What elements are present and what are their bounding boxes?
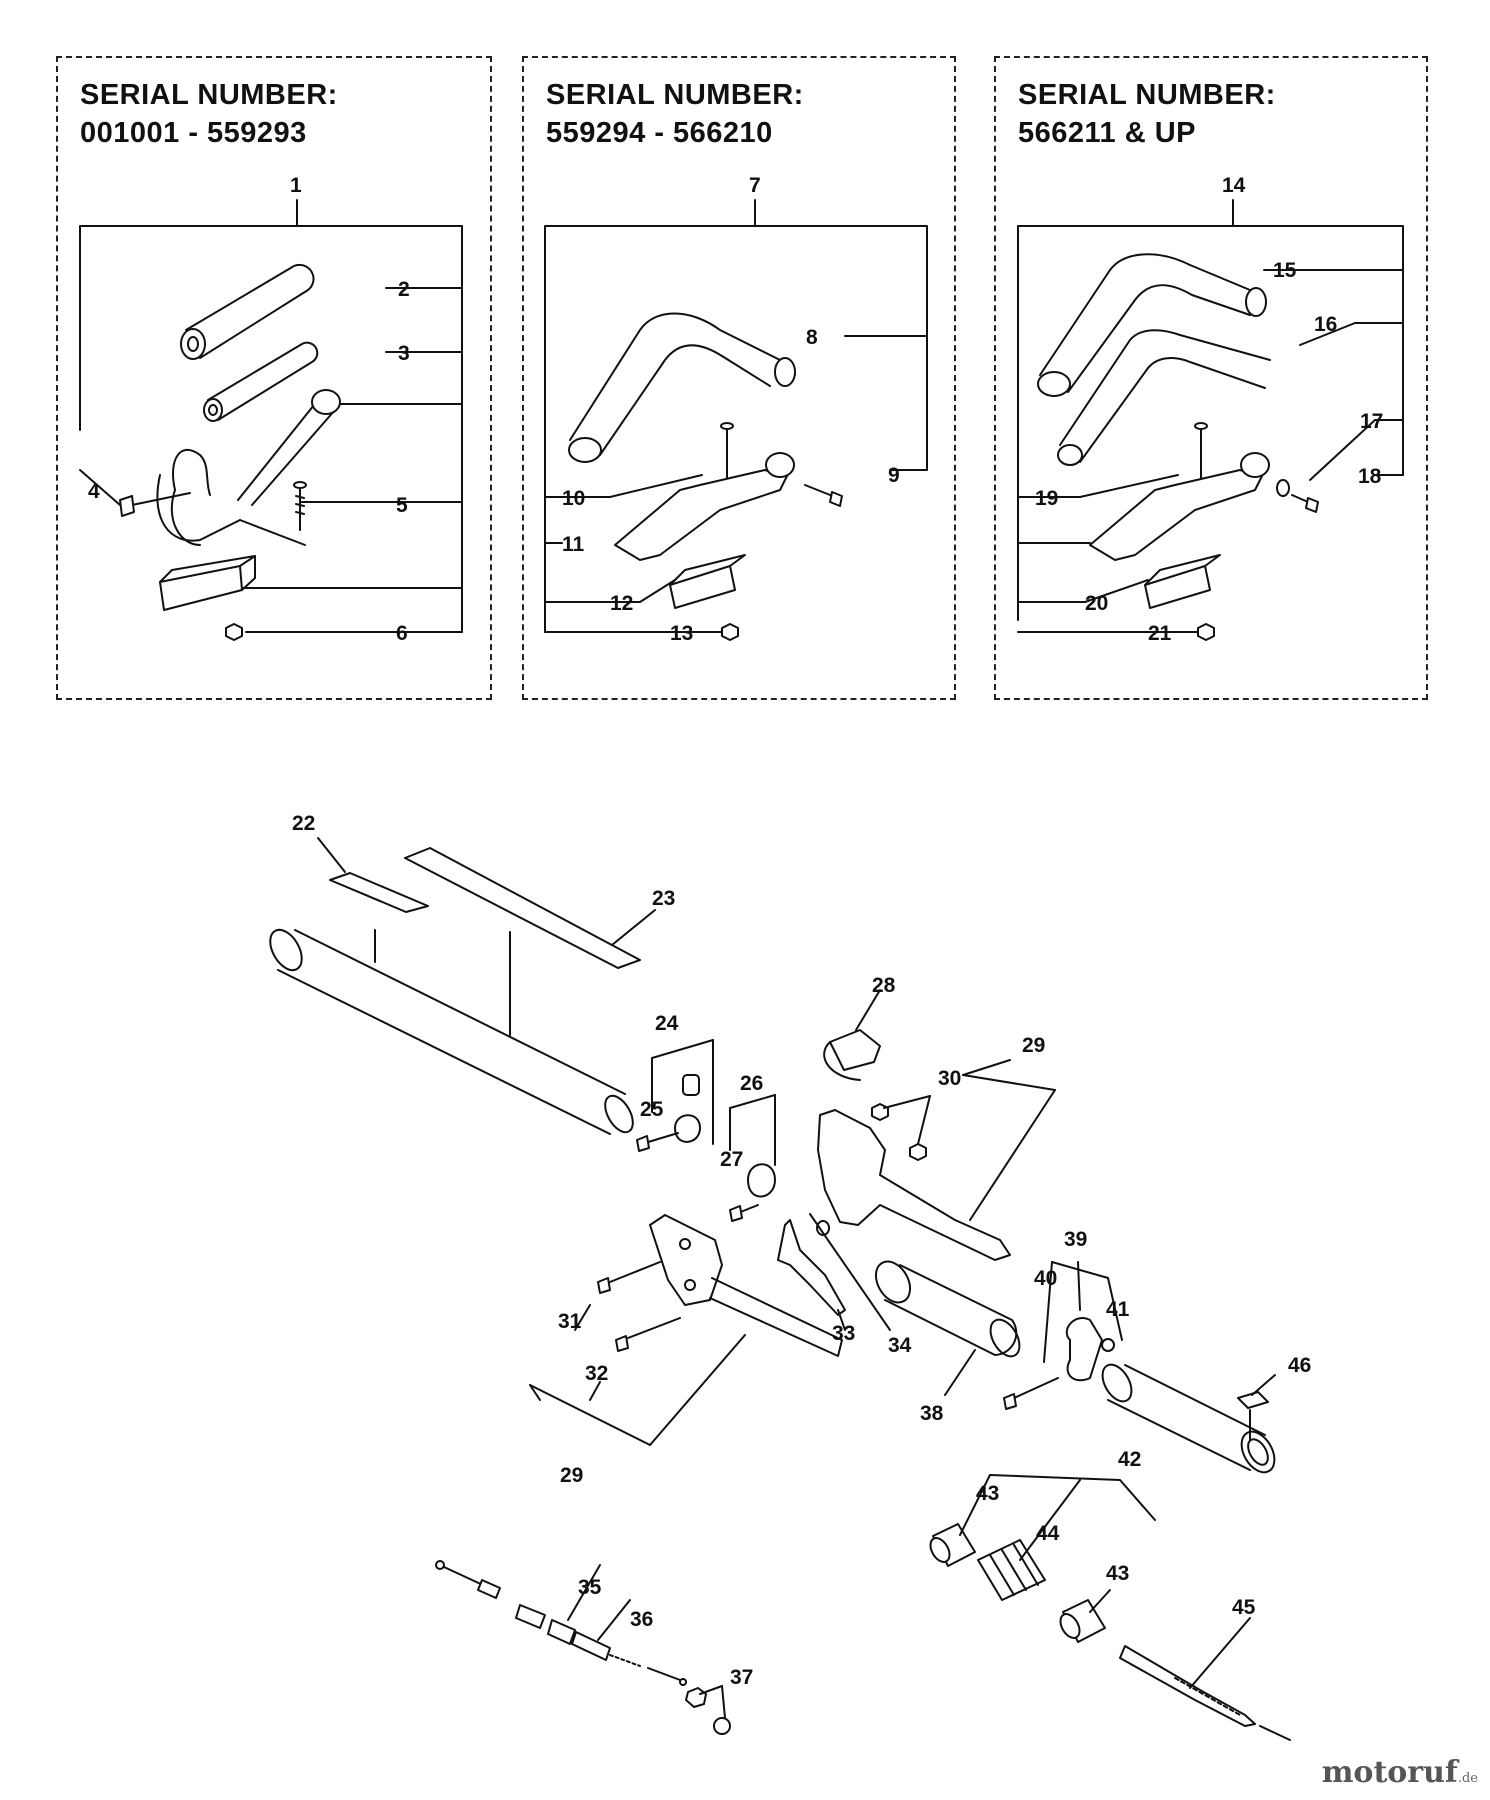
callout-34: 34	[888, 1334, 912, 1357]
callout-35: 35	[578, 1576, 602, 1599]
serial-number-range: 001001 - 559293	[80, 117, 307, 149]
callout-42: 42	[1118, 1448, 1141, 1471]
decal-22	[317, 837, 429, 963]
callout-25: 25	[640, 1098, 664, 1121]
spring-34	[809, 1213, 891, 1331]
callout-30: 30	[938, 1067, 961, 1090]
panel-title: SERIAL NUMBER: 559294 - 566210	[546, 76, 804, 152]
watermark-text: motoruf	[1321, 1755, 1458, 1790]
main-shaft	[269, 928, 634, 1135]
serial-number-label: SERIAL NUMBER:	[80, 79, 338, 111]
callout-23: 23	[652, 887, 675, 910]
callout-40: 40	[1034, 1267, 1057, 1290]
serial-number-range: 559294 - 566210	[546, 117, 773, 149]
callout-43-a: 43	[976, 1482, 999, 1505]
callout-28: 28	[872, 974, 896, 997]
nuts-30	[871, 1095, 931, 1161]
watermark-suffix: .de	[1457, 1771, 1478, 1786]
callout-29-lower: 29	[560, 1464, 583, 1487]
decal-23	[404, 847, 656, 1036]
watermark-logo: motoruf.de	[1322, 1755, 1478, 1790]
shaft-clamp-26	[729, 1094, 776, 1222]
trigger-33	[777, 1219, 846, 1331]
callout-41: 41	[1106, 1298, 1130, 1321]
drive-shaft-45	[1119, 1617, 1291, 1741]
panel-serial-2: SERIAL NUMBER: 559294 - 566210	[522, 56, 956, 700]
callout-24: 24	[655, 1012, 679, 1035]
lower-assembly: 22 23 24 25 26 27 28 29 30 29 31 32 33 3…	[269, 812, 1311, 1741]
callout-39: 39	[1064, 1228, 1087, 1251]
callout-44: 44	[1036, 1522, 1060, 1545]
callout-32: 32	[585, 1362, 608, 1385]
throttle-housing-lower	[649, 1214, 843, 1357]
serial-number-range: 566211 & UP	[1018, 117, 1197, 149]
callout-29-upper: 29	[1022, 1034, 1045, 1057]
serial-number-label: SERIAL NUMBER:	[1018, 79, 1276, 111]
callout-38: 38	[920, 1402, 944, 1425]
callout-27: 27	[720, 1148, 743, 1171]
callout-36: 36	[630, 1608, 653, 1631]
serial-number-label: SERIAL NUMBER:	[546, 79, 804, 111]
decal-46	[1237, 1374, 1276, 1441]
panel-serial-1: SERIAL NUMBER: 001001 - 559293	[56, 56, 492, 700]
panel-title: SERIAL NUMBER: 001001 - 559293	[80, 76, 338, 152]
callout-22: 22	[292, 812, 315, 835]
callout-26: 26	[740, 1072, 763, 1095]
screws-31-32	[529, 1261, 746, 1446]
bushings-43-44	[929, 1474, 1156, 1643]
panel-title: SERIAL NUMBER: 566211 & UP	[1018, 76, 1276, 152]
callout-46: 46	[1288, 1354, 1311, 1377]
drive-tube-42	[1101, 1363, 1276, 1474]
throttle-cable	[435, 1560, 731, 1735]
callout-43-b: 43	[1106, 1562, 1129, 1585]
throttle-housing-upper	[817, 1059, 1056, 1261]
callout-45: 45	[1232, 1596, 1256, 1619]
switch-28	[823, 989, 881, 1081]
callout-37: 37	[730, 1666, 753, 1689]
callout-31: 31	[558, 1310, 582, 1333]
callout-33: 33	[832, 1322, 855, 1345]
clamp-39	[1003, 1261, 1123, 1410]
rear-grip-38	[874, 1260, 1021, 1396]
panel-serial-3: SERIAL NUMBER: 566211 & UP	[994, 56, 1428, 700]
shaft-clamp-24	[636, 1039, 714, 1152]
